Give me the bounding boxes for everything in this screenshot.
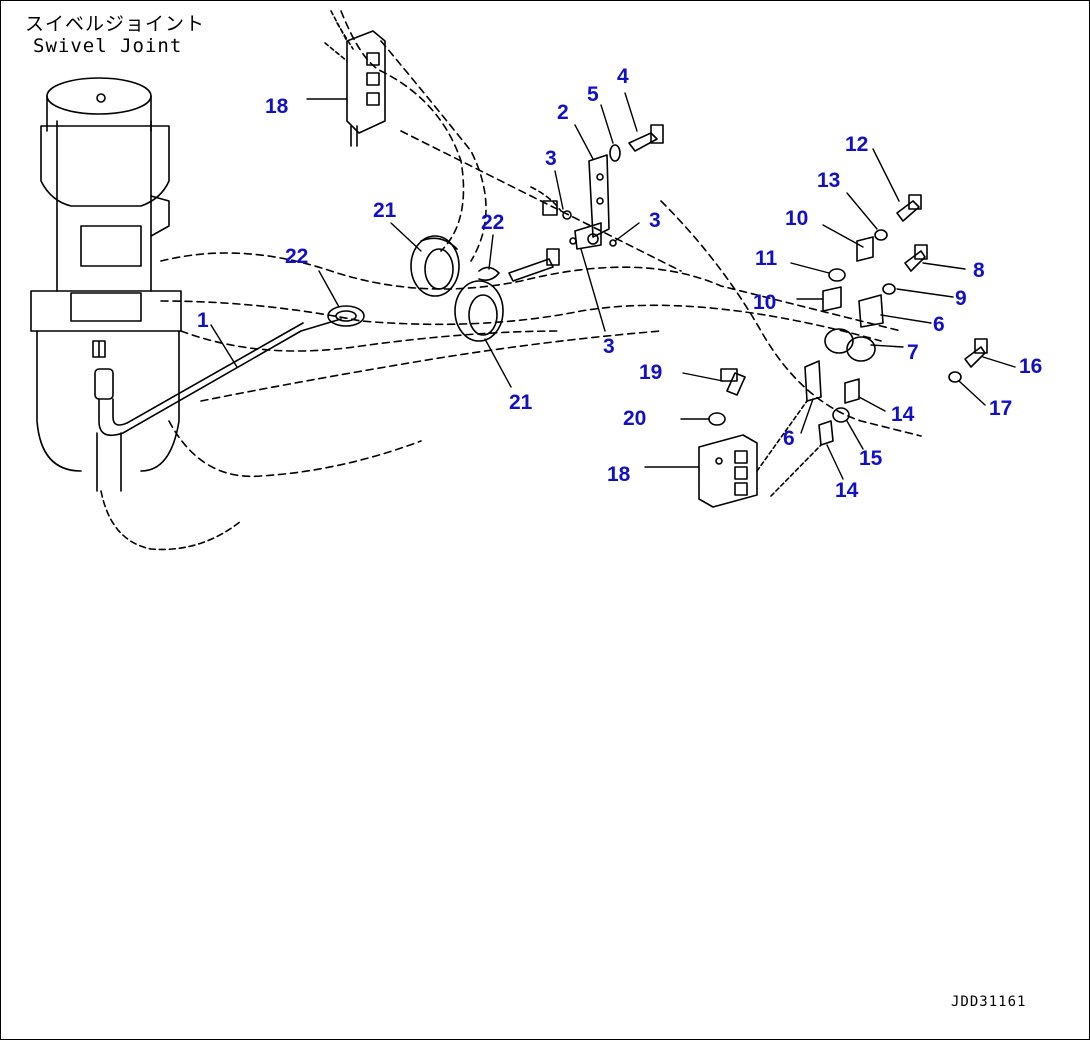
callout-label: 18	[265, 95, 289, 118]
plate-2	[588, 154, 610, 238]
callout-label: 4	[617, 65, 629, 88]
callout-label: 21	[509, 391, 533, 414]
callout-label: 11	[755, 247, 778, 270]
o-ring-3c	[609, 239, 617, 247]
callout-label: 22	[285, 245, 308, 268]
hose-fitting	[542, 200, 558, 216]
spacer-11	[828, 268, 846, 282]
callout-label: 10	[785, 207, 808, 230]
tee-fitting	[574, 222, 602, 250]
clamp-14-lower	[818, 420, 834, 446]
block-18-lower	[698, 434, 758, 508]
clamp-21-lower	[454, 280, 504, 342]
callout-label: 18	[607, 463, 631, 486]
washer-5	[609, 144, 621, 162]
callout-label: 6	[933, 313, 945, 336]
callout-labels: 18 4 5 2 3 21 22 3 3 1 22 21 12 13 10 8 …	[197, 65, 1042, 502]
callout-label: 8	[973, 259, 985, 282]
callout-label: 6	[783, 427, 795, 450]
washer-20	[708, 412, 726, 426]
callout-label: 7	[907, 341, 919, 364]
hydraulic-pipe-1	[94, 318, 342, 551]
callout-label: 17	[989, 397, 1012, 420]
block-18-upper	[324, 10, 386, 147]
clamp-21-upper	[410, 235, 460, 297]
callout-label: 14	[891, 403, 915, 426]
clamp-22-left	[327, 305, 365, 327]
hose-routing	[160, 10, 922, 478]
callout-label: 22	[481, 211, 504, 234]
callout-label: 3	[603, 335, 615, 358]
callout-label: 21	[373, 199, 397, 222]
callout-label: 14	[835, 479, 859, 502]
clamp-10-lower	[822, 286, 842, 312]
callout-label: 3	[649, 209, 661, 232]
bolt-19	[720, 368, 746, 396]
bolt-8	[904, 244, 928, 272]
callout-label: 3	[545, 147, 557, 170]
title-japanese: スイベルジョイント	[25, 13, 206, 35]
callout-label: 19	[639, 361, 662, 384]
washer-17	[948, 371, 962, 383]
callout-label: 20	[623, 407, 646, 430]
clamp-10-upper	[856, 236, 874, 262]
washer-9	[882, 283, 896, 295]
callout-label: 16	[1019, 355, 1042, 378]
clamp-6-upper	[858, 294, 884, 328]
cushion-7	[824, 328, 876, 362]
clamp-6-lower	[804, 360, 822, 402]
bolt-12	[896, 194, 922, 222]
spacer-15	[832, 407, 850, 423]
bolt-4	[628, 124, 664, 152]
callout-label: 1	[197, 309, 209, 332]
callout-label: 2	[557, 101, 569, 124]
clamp-22-right	[478, 266, 500, 281]
title-english: Swivel Joint	[33, 35, 183, 57]
callout-label: 13	[817, 169, 840, 192]
callout-label: 5	[587, 83, 599, 106]
clamp-14-upper	[844, 378, 860, 404]
callout-label: 9	[955, 287, 967, 310]
bolt-16	[964, 338, 988, 368]
callout-label: 12	[845, 133, 868, 156]
callout-label: 10	[753, 291, 776, 314]
leader-lines	[210, 92, 1016, 480]
o-ring-3a	[562, 210, 572, 220]
o-ring-3b	[569, 237, 577, 245]
drawing-code: JDD31161	[951, 994, 1027, 1010]
callout-label: 15	[859, 447, 883, 470]
bolt-long	[508, 248, 560, 282]
washer-13	[874, 229, 888, 241]
